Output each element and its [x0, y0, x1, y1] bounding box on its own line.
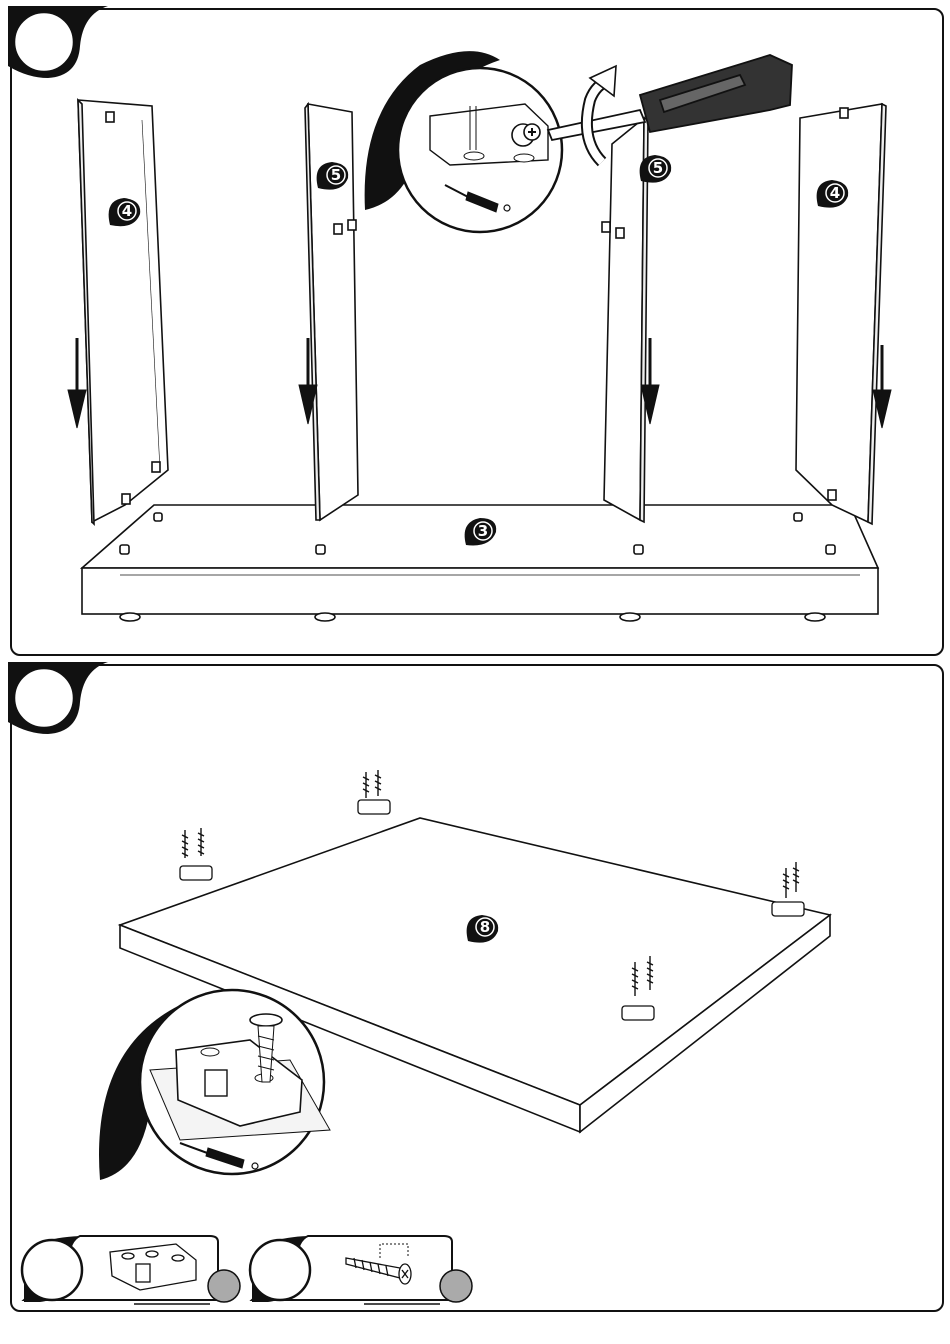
parts-box-bracket: [22, 1236, 240, 1304]
svg-text:8: 8: [480, 918, 490, 936]
parts-box-screw: [250, 1236, 472, 1304]
